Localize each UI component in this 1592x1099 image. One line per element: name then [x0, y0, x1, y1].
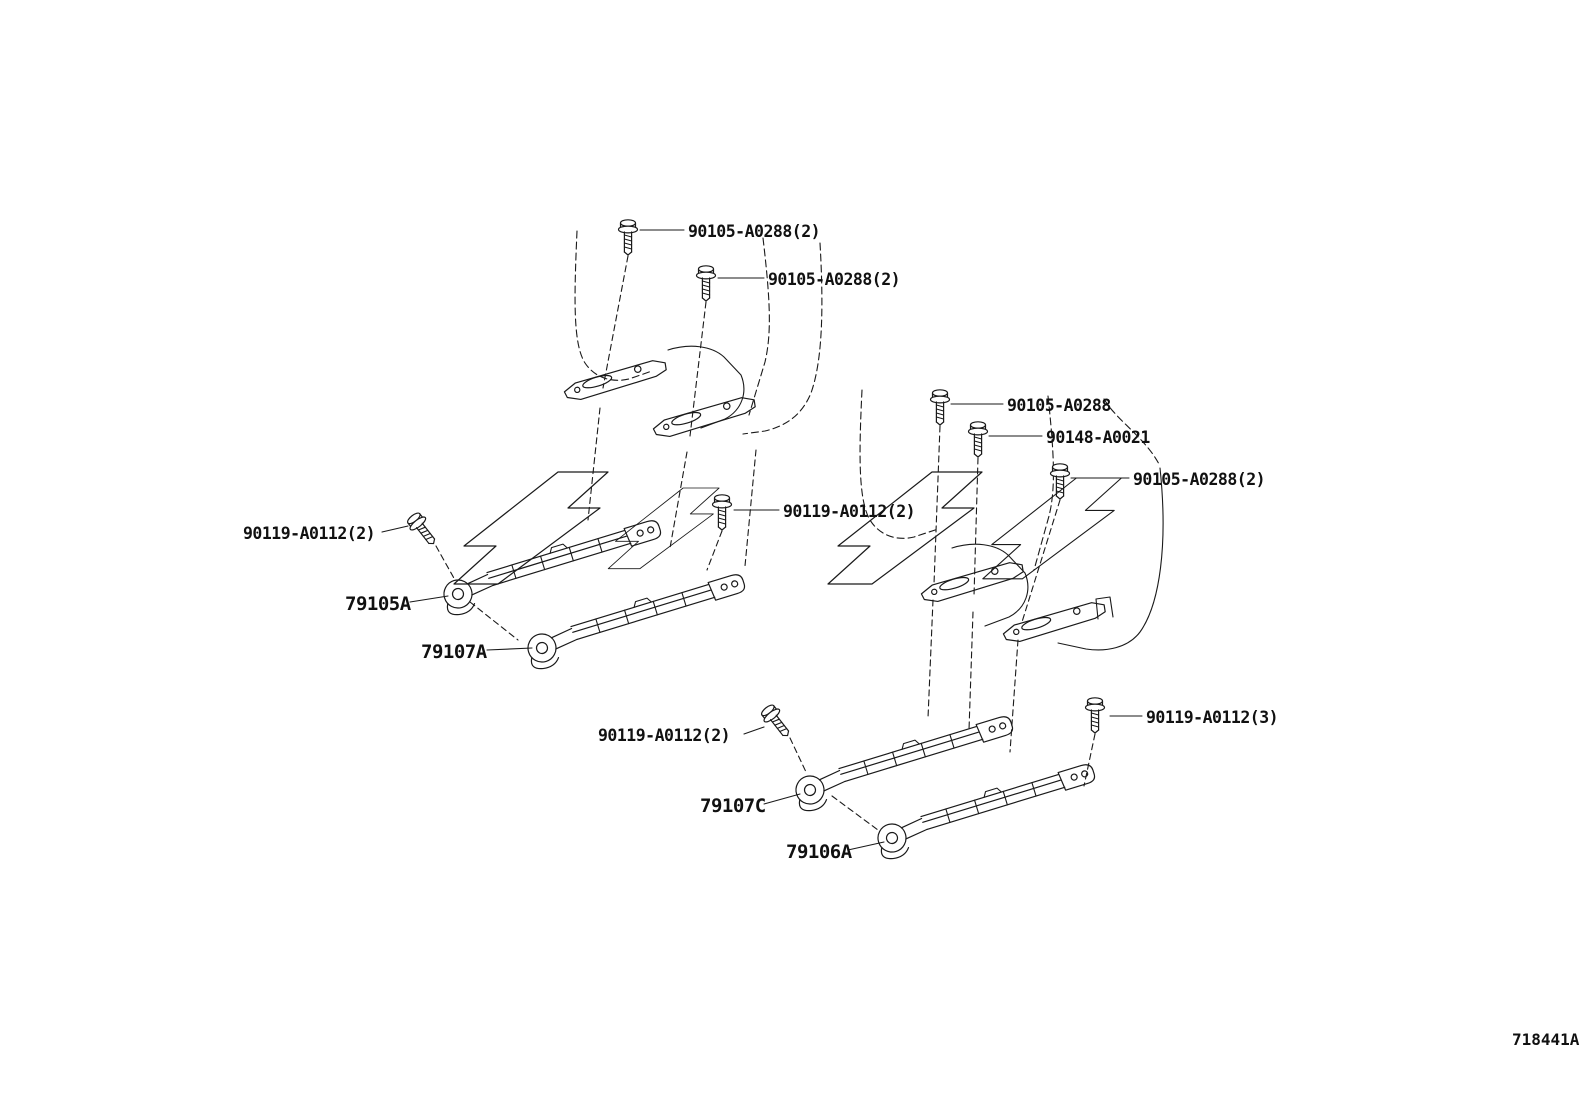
part-number-label: 90105-A0288(2): [688, 222, 821, 241]
bolt-icon: [929, 389, 951, 426]
bolt-icons: [403, 219, 1106, 743]
part-number-label: 90105-A0288: [1007, 396, 1111, 415]
part-number-label: 90119-A0112(2): [598, 726, 731, 745]
bolt-icon: [1084, 697, 1106, 734]
seat-rail: [790, 711, 1020, 815]
bolt-icon: [967, 421, 989, 458]
right-seat-outline: [859, 389, 1164, 651]
bolt-icon: [711, 494, 733, 531]
part-id-label: 79107A: [421, 641, 487, 663]
part-id-label: 79106A: [786, 841, 852, 863]
callout-leader-lines: [381, 229, 1143, 851]
left-seat-outline: [574, 230, 823, 435]
part-number-label: 90119-A0112(2): [243, 524, 376, 543]
seat-rail: [522, 569, 752, 673]
part-number-label: 90105-A0288(2): [1133, 470, 1266, 489]
part-number-label: 90105-A0288(2): [768, 270, 901, 289]
drawing-number: 718441A: [1512, 1030, 1580, 1049]
part-number-label: 90119-A0112(3): [1146, 708, 1279, 727]
seat-rail-parts: [438, 515, 1102, 863]
assembly-drop-lines: [435, 255, 1096, 831]
part-id-label: 79105A: [345, 593, 411, 615]
bolt-icon: [617, 219, 639, 256]
seat-rail: [872, 759, 1102, 863]
bolt-icon: [695, 265, 717, 302]
part-id-label: 79107C: [700, 795, 766, 817]
bolt-icon: [757, 701, 796, 743]
part-number-label: 90148-A0021: [1046, 428, 1150, 447]
bolt-icon: [1049, 463, 1071, 500]
bolt-icon: [403, 509, 442, 551]
seat-bracket-plate: [561, 358, 1114, 645]
part-number-label: 90119-A0112(2): [783, 502, 916, 521]
